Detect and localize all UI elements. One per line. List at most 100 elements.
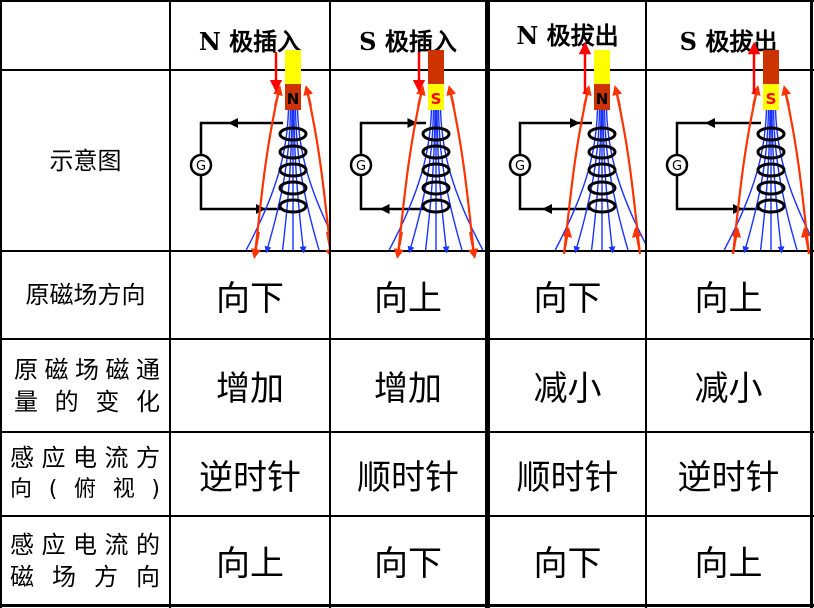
induced-field-line bbox=[731, 89, 759, 255]
coil-loop bbox=[587, 126, 617, 142]
row-label-induced-current-line1: 感应电流方 bbox=[10, 444, 160, 472]
coil-loop bbox=[421, 126, 451, 142]
pole-label: N bbox=[287, 90, 300, 108]
value-induced-current-col1: 逆时针 bbox=[199, 457, 301, 498]
value-flux-change-col4: 减小 bbox=[694, 369, 763, 409]
field-line bbox=[388, 107, 433, 251]
coil-loop bbox=[756, 198, 786, 214]
magnet-top bbox=[594, 50, 610, 84]
table-rule bbox=[0, 338, 814, 340]
field-arrow bbox=[325, 231, 329, 259]
table-rule bbox=[0, 250, 814, 252]
diagram-n-insert: GN bbox=[189, 50, 329, 259]
coil-loop bbox=[421, 198, 451, 214]
field-line bbox=[424, 107, 436, 251]
value-original-field-col3: 向下 bbox=[533, 278, 602, 319]
value-flux-change-col1: 增加 bbox=[216, 369, 284, 409]
field-arrow bbox=[468, 231, 479, 259]
table-rule bbox=[169, 0, 171, 608]
header-n-insert: N 极插入 bbox=[198, 27, 302, 56]
galvanometer-label: G bbox=[515, 159, 525, 174]
field-line bbox=[281, 107, 293, 251]
pole-label: N bbox=[596, 90, 609, 108]
coil-loop bbox=[421, 180, 451, 196]
table-rule bbox=[485, 0, 490, 608]
field-arrow bbox=[612, 85, 623, 107]
row-label-diagram: 示意图 bbox=[49, 146, 122, 175]
coil-loop bbox=[756, 126, 786, 142]
induced-field-line bbox=[305, 89, 329, 247]
induced-field-line bbox=[614, 89, 642, 255]
value-flux-change-col3: 减小 bbox=[533, 369, 602, 409]
induced-field-line bbox=[396, 89, 424, 255]
row-label-flux-change-line2: 量的变化 bbox=[14, 387, 160, 416]
value-induced-current-col2: 顺时针 bbox=[357, 457, 459, 498]
field-line bbox=[245, 107, 290, 251]
field-line bbox=[436, 107, 450, 254]
field-line bbox=[602, 107, 616, 254]
field-line bbox=[293, 107, 307, 254]
value-induced-current-col4: 逆时针 bbox=[677, 457, 780, 498]
galvanometer-label: G bbox=[356, 159, 366, 174]
coil-loop bbox=[756, 180, 786, 196]
coil-loop bbox=[587, 162, 617, 178]
row-label-original-field-direction: 原磁场方向 bbox=[25, 281, 146, 309]
coil-loop bbox=[278, 162, 308, 178]
pole-label: S bbox=[431, 90, 442, 108]
value-original-field-col1: 向下 bbox=[216, 278, 284, 319]
row-label-flux-change-line1: 原磁场磁通 bbox=[14, 355, 160, 384]
coil-loop bbox=[278, 180, 308, 196]
magnet-top bbox=[428, 50, 444, 84]
coil-loop bbox=[587, 144, 617, 160]
field-arrow bbox=[781, 85, 792, 107]
diagram-n-pull: GN bbox=[508, 42, 645, 255]
table-rule bbox=[645, 0, 647, 608]
induced-field-line bbox=[783, 89, 810, 255]
galvanometer-icon bbox=[189, 153, 213, 177]
table-border bbox=[0, 604, 814, 607]
magnet-bottom bbox=[763, 84, 779, 110]
row-label-flux-change: 原磁场磁通 量的变化 bbox=[2, 340, 169, 431]
field-line bbox=[590, 107, 602, 251]
coil-loop bbox=[278, 126, 308, 142]
row-label-induced-current-line2: 向(俯视) bbox=[10, 477, 160, 502]
table-rule bbox=[0, 515, 814, 517]
magnet-top bbox=[763, 50, 779, 84]
magnet-top bbox=[285, 50, 301, 84]
value-induced-field-col3: 向下 bbox=[533, 544, 602, 584]
coil-loop bbox=[421, 144, 451, 160]
induced-field-line bbox=[562, 89, 590, 255]
coil-loop bbox=[587, 198, 617, 214]
induced-field-line bbox=[448, 89, 476, 255]
magnet-bottom bbox=[285, 84, 301, 110]
value-original-field-col4: 向上 bbox=[694, 278, 763, 319]
magnet-bottom bbox=[428, 84, 444, 110]
header-s-pull: S 极拔出 bbox=[679, 27, 778, 56]
value-induced-field-col2: 向下 bbox=[374, 544, 442, 584]
field-line bbox=[771, 107, 785, 254]
field-line bbox=[759, 107, 771, 251]
value-induced-field-col4: 向上 bbox=[694, 544, 763, 584]
galvanometer-icon bbox=[349, 153, 373, 177]
field-arrow bbox=[750, 85, 761, 107]
coil-loop bbox=[278, 144, 308, 160]
value-original-field-col2: 向上 bbox=[374, 278, 442, 319]
field-arrow bbox=[303, 85, 314, 107]
coil-loop bbox=[278, 198, 308, 214]
field-arrow bbox=[581, 85, 592, 107]
value-induced-current-col3: 顺时针 bbox=[516, 457, 619, 498]
field-arrow bbox=[446, 85, 457, 107]
galvanometer-label: G bbox=[196, 159, 206, 174]
table-border bbox=[0, 0, 814, 2]
galvanometer-icon bbox=[508, 153, 532, 177]
field-arrow bbox=[800, 227, 810, 255]
table-border bbox=[0, 0, 2, 608]
value-flux-change-col2: 增加 bbox=[374, 369, 442, 409]
magnet-bottom bbox=[594, 84, 610, 110]
value-induced-field-col1: 向上 bbox=[216, 544, 284, 584]
field-arrow bbox=[415, 85, 426, 107]
coil-loop bbox=[756, 144, 786, 160]
field-arrow bbox=[250, 231, 261, 259]
row-label-induced-current-direction: 感应电流方 向(俯视) bbox=[2, 433, 169, 515]
